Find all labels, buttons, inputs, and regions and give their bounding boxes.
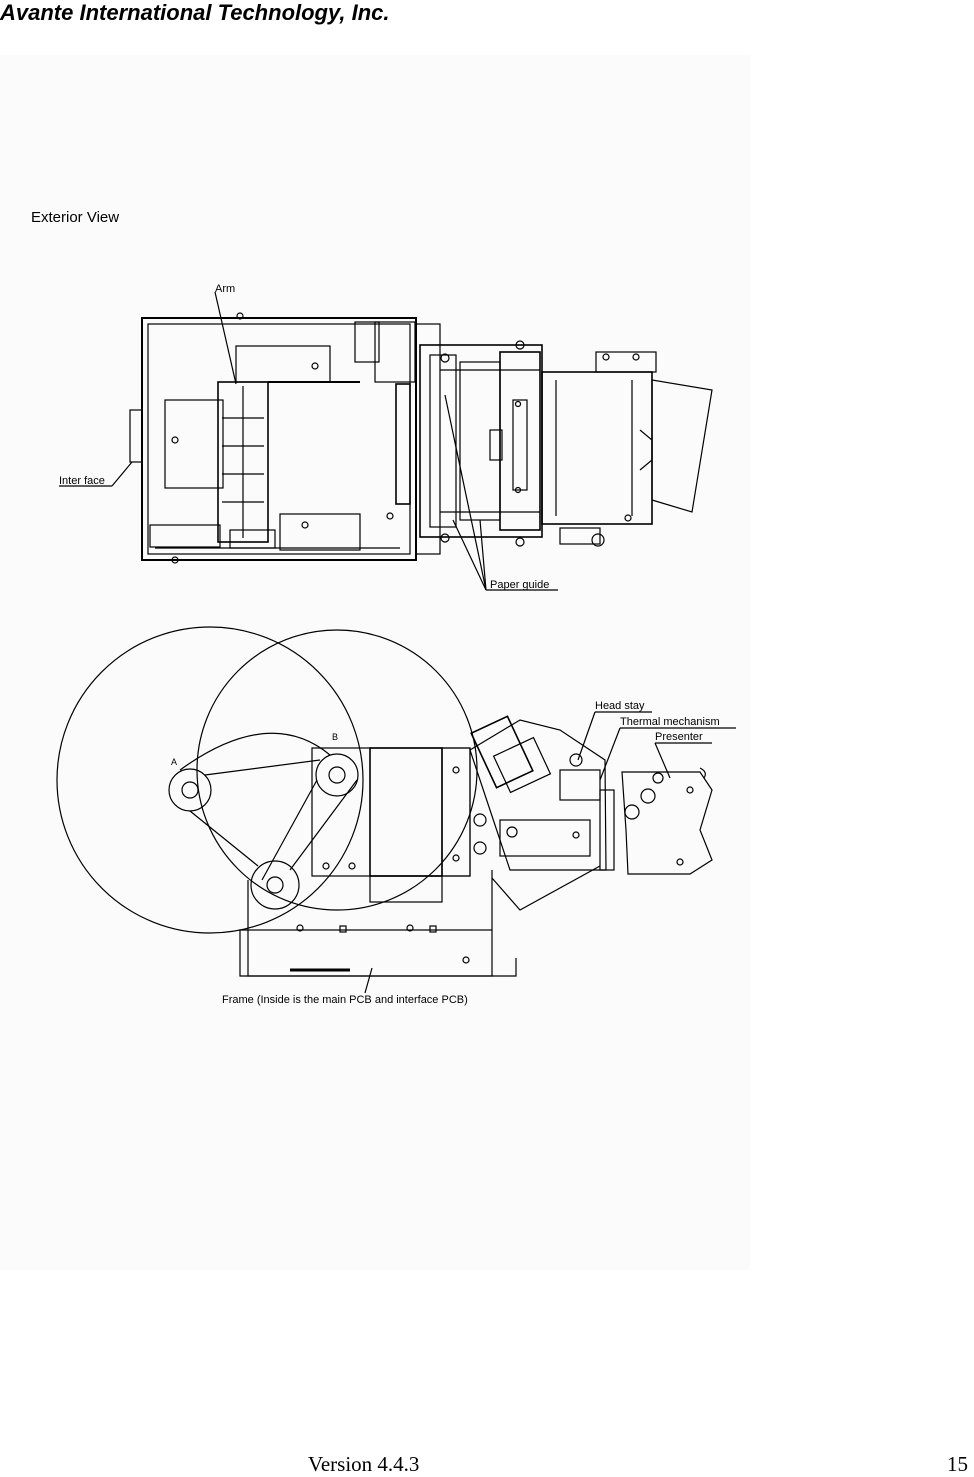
label-frame: Frame (Inside is the main PCB and interf… [222, 994, 468, 1006]
label-head-stay: Head stay [595, 700, 645, 712]
label-interface: Inter face [59, 475, 105, 487]
label-roll-a: A [171, 757, 177, 767]
side-view-drawing [56, 626, 736, 994]
page-number: 15 [947, 1452, 968, 1476]
company-header: Avante International Technology, Inc. [0, 0, 390, 25]
label-thermal-mechanism: Thermal mechanism [620, 716, 720, 728]
label-paper-guide: Paper guide [490, 579, 549, 591]
version-footer: Version 4.4.3 [308, 1452, 420, 1476]
label-presenter: Presenter [655, 731, 703, 743]
top-view-drawing [59, 291, 713, 591]
view-title: Exterior View [31, 209, 119, 226]
exterior-view-figure: Exterior View [0, 55, 750, 1270]
label-arm: Arm [215, 283, 235, 295]
label-roll-b: B [332, 732, 338, 742]
